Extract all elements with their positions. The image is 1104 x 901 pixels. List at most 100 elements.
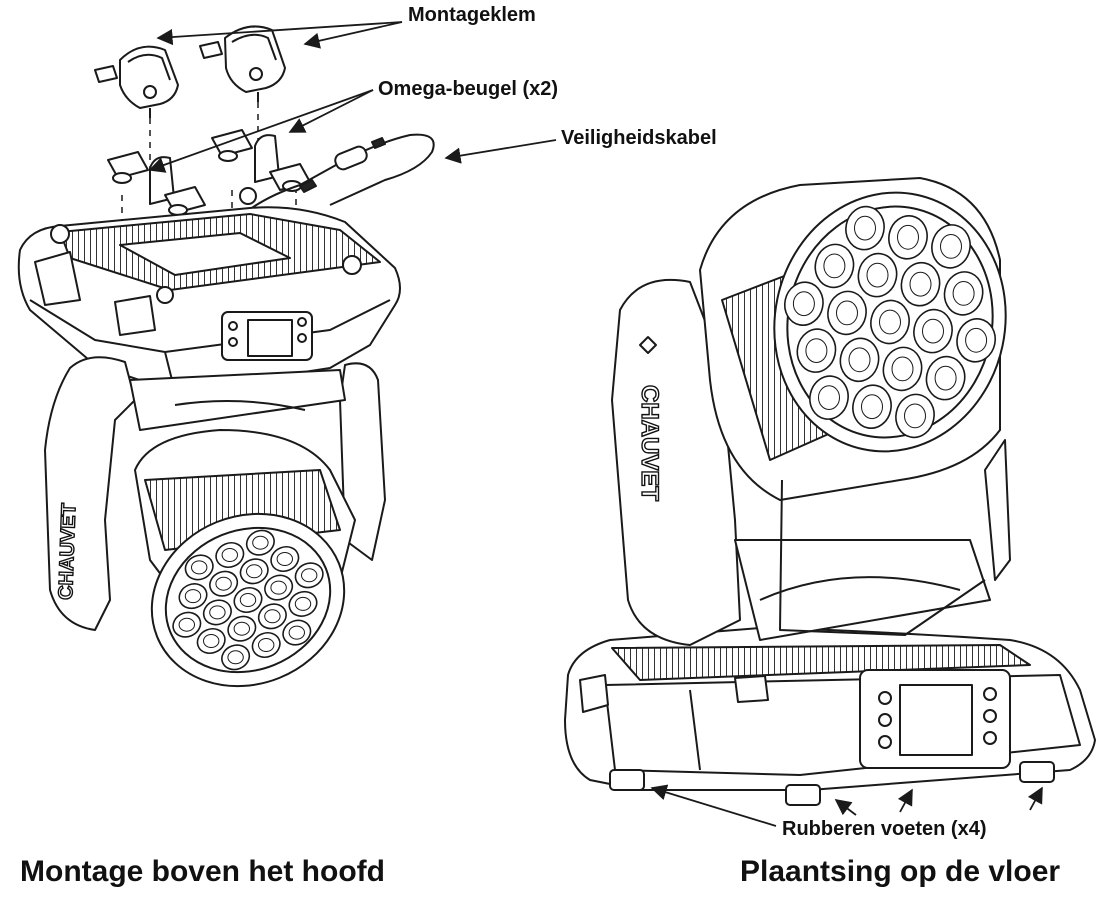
led-lens-inner [897,224,919,250]
led-lens-inner [246,564,263,579]
mounting-clamp-left [94,45,179,118]
led-lens-inner [805,338,828,364]
led-lens-inner [209,605,226,620]
led-lens [209,570,239,597]
floor-lens-array [783,205,997,439]
rubber-feet [609,761,1055,806]
overhead-base [17,187,401,393]
floor-placed-fixture [564,177,1096,806]
led-lens [282,619,312,646]
overhead-yoke [44,356,386,631]
led-lens [845,205,885,251]
led-lens-inner [934,365,957,391]
rubber-foot [609,769,645,791]
rubber-foot [1019,761,1055,783]
led-lens-inner [965,327,988,353]
label-rubber-feet: Rubberen voeten (x4) [782,818,987,840]
mounting-clamp-right [199,25,286,102]
led-lens [251,631,281,659]
brand-logo-floor: CHAUVET [636,385,663,501]
label-safety-cable: Veiligheidskabel [561,127,717,149]
led-lens [882,346,923,392]
rubber-foot [785,784,821,806]
led-lens-inner [191,560,208,575]
led-lens [233,586,263,614]
overhead-mounted-fixture [17,25,435,688]
led-lens-inner [184,589,202,604]
led-lens-inner [215,576,232,591]
led-lens [888,215,928,260]
led-lens-inner [239,593,257,607]
arrow-omega-right [288,89,374,133]
led-lens [900,261,941,307]
led-lens-inner [836,300,858,326]
led-lens [913,308,953,354]
led-lens [895,393,935,439]
led-lens [257,603,287,630]
led-lens [239,558,269,585]
led-lens-inner [270,580,287,595]
led-lens [270,545,300,573]
led-lens [827,290,867,336]
label-omega-bracket: Omega-beugel (x2) [378,78,559,100]
led-lens [814,243,855,289]
omega-bracket-left [107,151,206,216]
led-lens-inner [940,234,962,259]
omega-bracket-right [211,129,311,192]
callout-arrows [148,21,1043,827]
caption-overhead-mounting: Montage boven het hoofd [20,855,385,888]
arrow-clamp-right [303,21,403,49]
led-lens [809,375,849,420]
led-lens [870,299,910,345]
led-lens [857,252,898,298]
led-lens [172,611,202,638]
led-lens-inner [952,281,975,306]
led-lens-inner [258,638,275,652]
overhead-lens-array [172,529,324,671]
led-lens-inner [276,552,293,566]
led-lens [956,318,997,363]
led-lens-inner [891,356,914,382]
led-lens [184,554,214,581]
led-lens-inner [178,617,196,632]
led-lens-inner [866,262,889,288]
led-lens [264,574,294,601]
led-lens-inner [227,650,244,665]
arrow-foot-2 [834,799,857,816]
led-lens-inner [909,271,932,297]
arrow-clamp-left [156,21,403,46]
led-lens [288,590,318,617]
led-lens [294,562,324,589]
led-lens [852,384,892,429]
led-lens [221,644,251,671]
led-lens-inner [904,403,926,429]
led-lens [202,599,232,626]
led-lens-inner [203,634,220,648]
led-lens-inner [264,609,281,624]
led-lens-inner [252,535,269,550]
led-lens-inner [861,394,883,420]
led-lens-inner [879,309,901,335]
led-lens [943,271,984,316]
arrow-safety-cable [444,139,557,164]
floor-base [564,627,1096,791]
led-lens-inner [301,568,318,583]
led-lens [796,328,837,373]
led-lens-inner [823,253,846,279]
brand-logo-overhead: CHAUVET [55,503,80,600]
arrow-foot-4 [1027,786,1043,811]
led-lens-inner [792,291,815,317]
led-lens-inner [288,625,305,640]
safety-cable [214,133,435,246]
caption-floor-placement: Plaantsing op de vloer [740,855,1061,888]
led-lens [783,281,824,326]
led-lens-inner [854,215,876,241]
led-lens-inner [922,318,944,344]
led-lens [245,529,275,556]
led-lens [178,583,208,610]
led-lens [196,627,226,655]
floor-yoke [611,278,1011,646]
arrow-omega-left [148,89,374,173]
led-lens [215,541,245,569]
